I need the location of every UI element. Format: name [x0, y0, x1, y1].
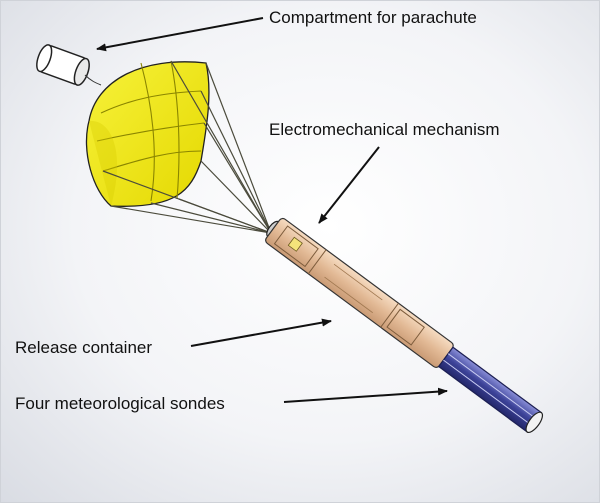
- label-mechanism: Electromechanical mechanism: [269, 120, 500, 139]
- arrow-compartment: [96, 17, 264, 52]
- arrow-release: [190, 318, 332, 347]
- label-sondes: Four meteorological sondes: [15, 394, 225, 413]
- parachute-compartment: [36, 44, 90, 86]
- release-container-body: [265, 217, 544, 434]
- arrow-sondes: [283, 387, 448, 403]
- suspension-lines: [102, 60, 272, 234]
- label-compartment: Compartment for parachute: [269, 8, 477, 27]
- label-release-container: Release container: [15, 338, 153, 357]
- parachute-canopy: [84, 60, 210, 207]
- arrow-mechanism: [318, 146, 380, 224]
